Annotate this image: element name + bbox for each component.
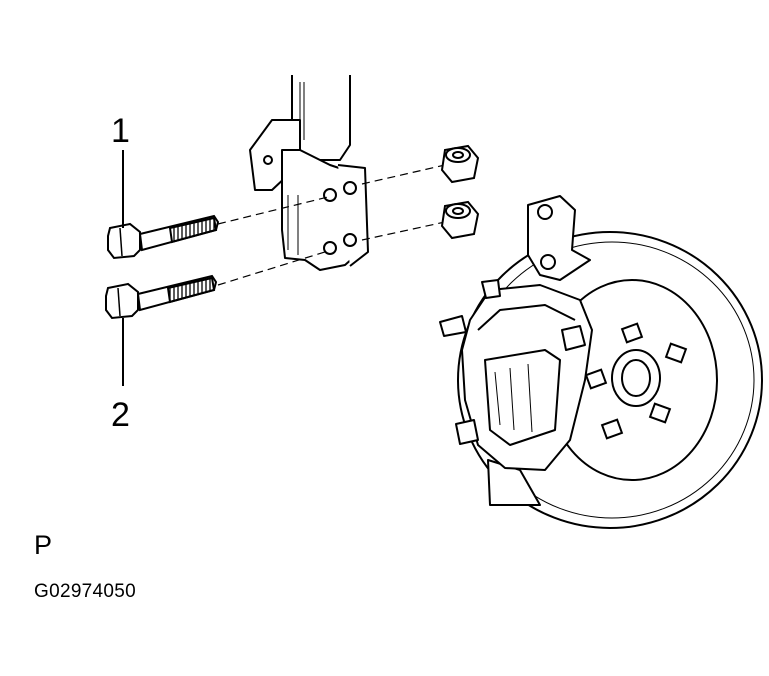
bolt-lower: [105, 274, 218, 320]
nut-lower: [440, 200, 480, 240]
figure-code: G02974050: [34, 581, 137, 602]
wheel-studs: [584, 322, 688, 440]
view-letter: P: [34, 530, 53, 560]
alignment-lines: [217, 164, 446, 286]
bolt-upper: [107, 214, 220, 260]
brake-caliper: [439, 279, 593, 471]
nut-upper: [440, 144, 480, 184]
callout-number-1: 1: [111, 112, 130, 150]
callout-number-2: 2: [111, 396, 130, 434]
steering-knuckle: [487, 195, 591, 506]
strut: [249, 75, 369, 271]
